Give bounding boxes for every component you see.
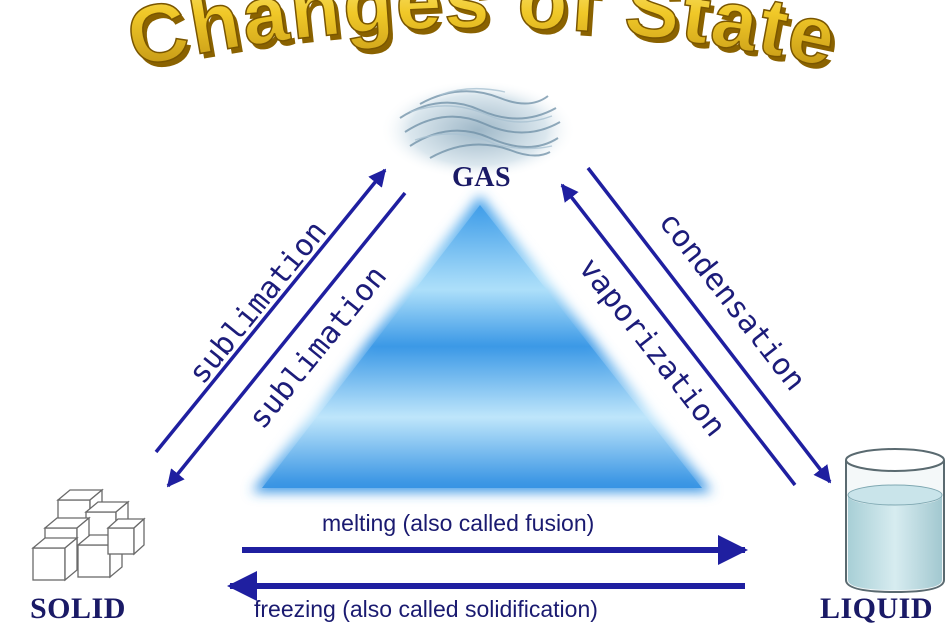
title-group: Changes of State Changes of State [119, 0, 848, 90]
melting-label: melting (also called fusion) [322, 510, 595, 536]
sublimation-down-arrow [166, 191, 407, 488]
center-triangle [252, 195, 712, 492]
sublimation-up-arrow [154, 168, 387, 454]
liquid-label: LIQUID [820, 592, 934, 625]
gas-cloud-icon [380, 80, 576, 180]
horizontal-arrows [227, 535, 748, 601]
arrows-group [154, 166, 832, 488]
solid-label: SOLID [30, 592, 126, 625]
freezing-label: freezing (also called solidification) [254, 596, 598, 622]
condensation-arrow [586, 166, 832, 484]
gas-label: GAS [452, 162, 512, 193]
solid-cubes-icon [31, 488, 146, 582]
vaporization-arrow [560, 183, 797, 487]
liquid-beaker-icon [845, 448, 945, 594]
